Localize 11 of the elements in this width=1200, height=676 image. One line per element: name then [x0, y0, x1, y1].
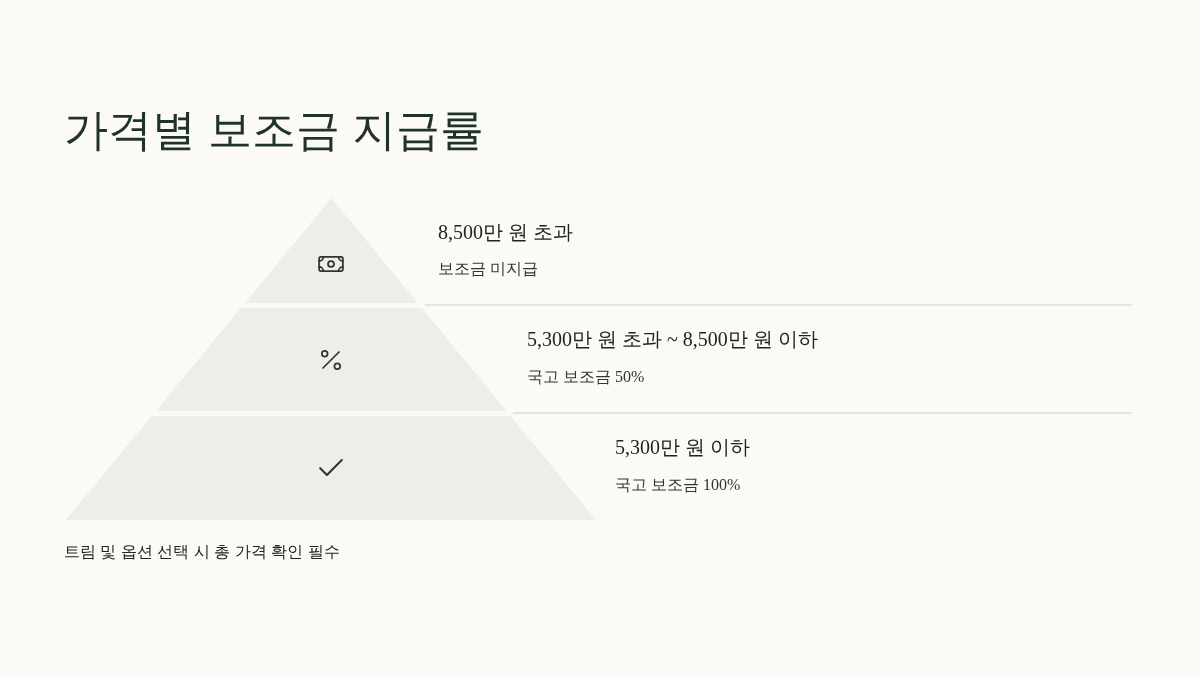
tier-heading: 5,300만 원 이하: [615, 435, 750, 459]
tier-description: 국고 보조금 100%: [615, 475, 741, 495]
pyramid-tier: [244, 198, 418, 303]
pyramid-tier: [66, 416, 596, 520]
footnote: 트림 및 옵션 선택 시 총 가격 확인 필수: [64, 542, 340, 562]
tier-description: 보조금 미지급: [438, 259, 538, 279]
page-title: 가격별 보조금 지급률: [64, 104, 485, 156]
pyramid-tier: [155, 308, 507, 411]
tier-heading: 5,300만 원 초과 ~ 8,500만 원 이하: [527, 327, 818, 351]
tier-heading: 8,500만 원 초과: [438, 220, 573, 244]
tier-description: 국고 보조금 50%: [527, 367, 645, 387]
